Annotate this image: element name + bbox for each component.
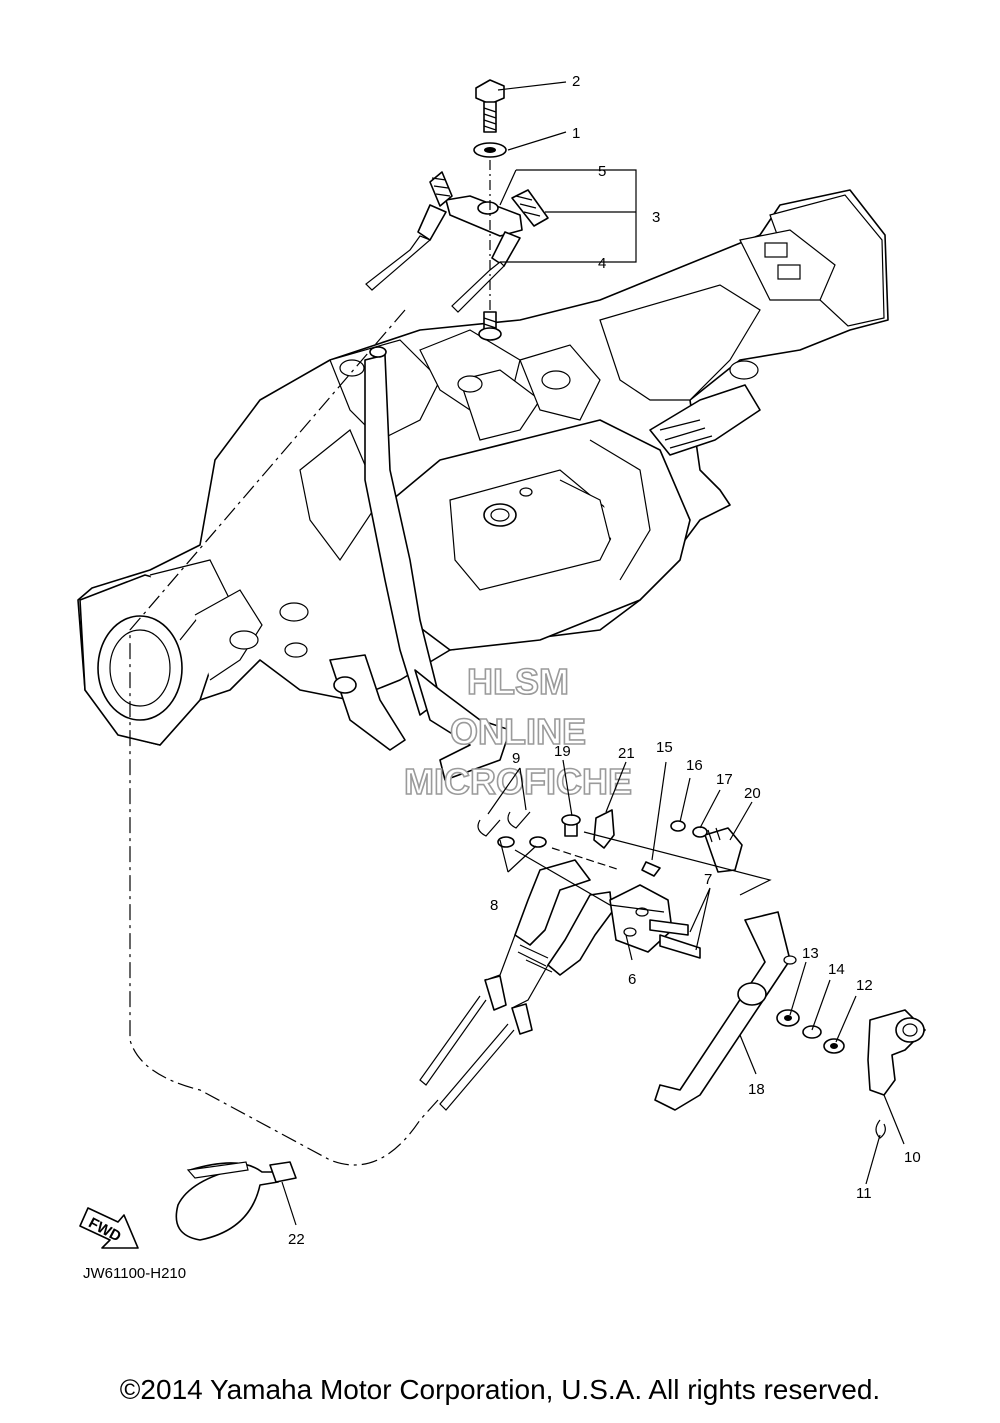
callout-16: 16 xyxy=(686,757,703,774)
callout-18: 18 xyxy=(748,1081,765,1098)
shift-lever-assembly xyxy=(419,809,926,1139)
washer-part-1 xyxy=(473,142,507,158)
copyright-notice: ©2014 Yamaha Motor Corporation, U.S.A. A… xyxy=(119,1374,881,1405)
transaxle-housing xyxy=(77,189,889,781)
cable-holder-part-5 xyxy=(445,195,523,237)
callout-19: 19 xyxy=(554,743,571,760)
callout-15: 15 xyxy=(656,739,673,756)
watermark-line2: ONLINE xyxy=(450,711,586,752)
callout-22: 22 xyxy=(288,1231,305,1248)
callout-21: 21 xyxy=(618,745,635,762)
cable-strap-part-22 xyxy=(175,1161,297,1241)
cable-left-part-4 xyxy=(365,171,453,291)
drawing-code: JW61100-H210 xyxy=(83,1265,187,1282)
callout-8: 8 xyxy=(490,897,498,914)
watermark: HLSM ONLINE MICROFICHE xyxy=(403,660,633,803)
cable-right-part-3 xyxy=(451,189,549,313)
callout-4: 4 xyxy=(598,255,606,272)
callout-6: 6 xyxy=(628,971,636,988)
callout-14: 14 xyxy=(828,961,845,978)
callout-7: 7 xyxy=(704,871,712,888)
bolt-part-2 xyxy=(475,79,505,133)
callout-labels: 2 1 5 3 4 9 19 21 15 16 17 20 7 8 6 13 1… xyxy=(288,73,921,1248)
callout-3: 3 xyxy=(652,209,660,226)
leader-lines xyxy=(281,81,905,1226)
callout-5: 5 xyxy=(598,163,606,180)
fwd-arrow-icon: FWD xyxy=(79,1207,139,1249)
callout-20: 20 xyxy=(744,785,761,802)
callout-10: 10 xyxy=(904,1149,921,1166)
callout-12: 12 xyxy=(856,977,873,994)
callout-11: 11 xyxy=(856,1185,872,1202)
callout-17: 17 xyxy=(716,771,733,788)
watermark-line3: MICROFICHE xyxy=(404,761,632,802)
watermark-line1: HLSM xyxy=(467,661,569,702)
callout-2: 2 xyxy=(572,73,580,90)
callout-13: 13 xyxy=(802,945,819,962)
callout-1: 1 xyxy=(572,125,580,142)
callout-9: 9 xyxy=(512,750,520,767)
